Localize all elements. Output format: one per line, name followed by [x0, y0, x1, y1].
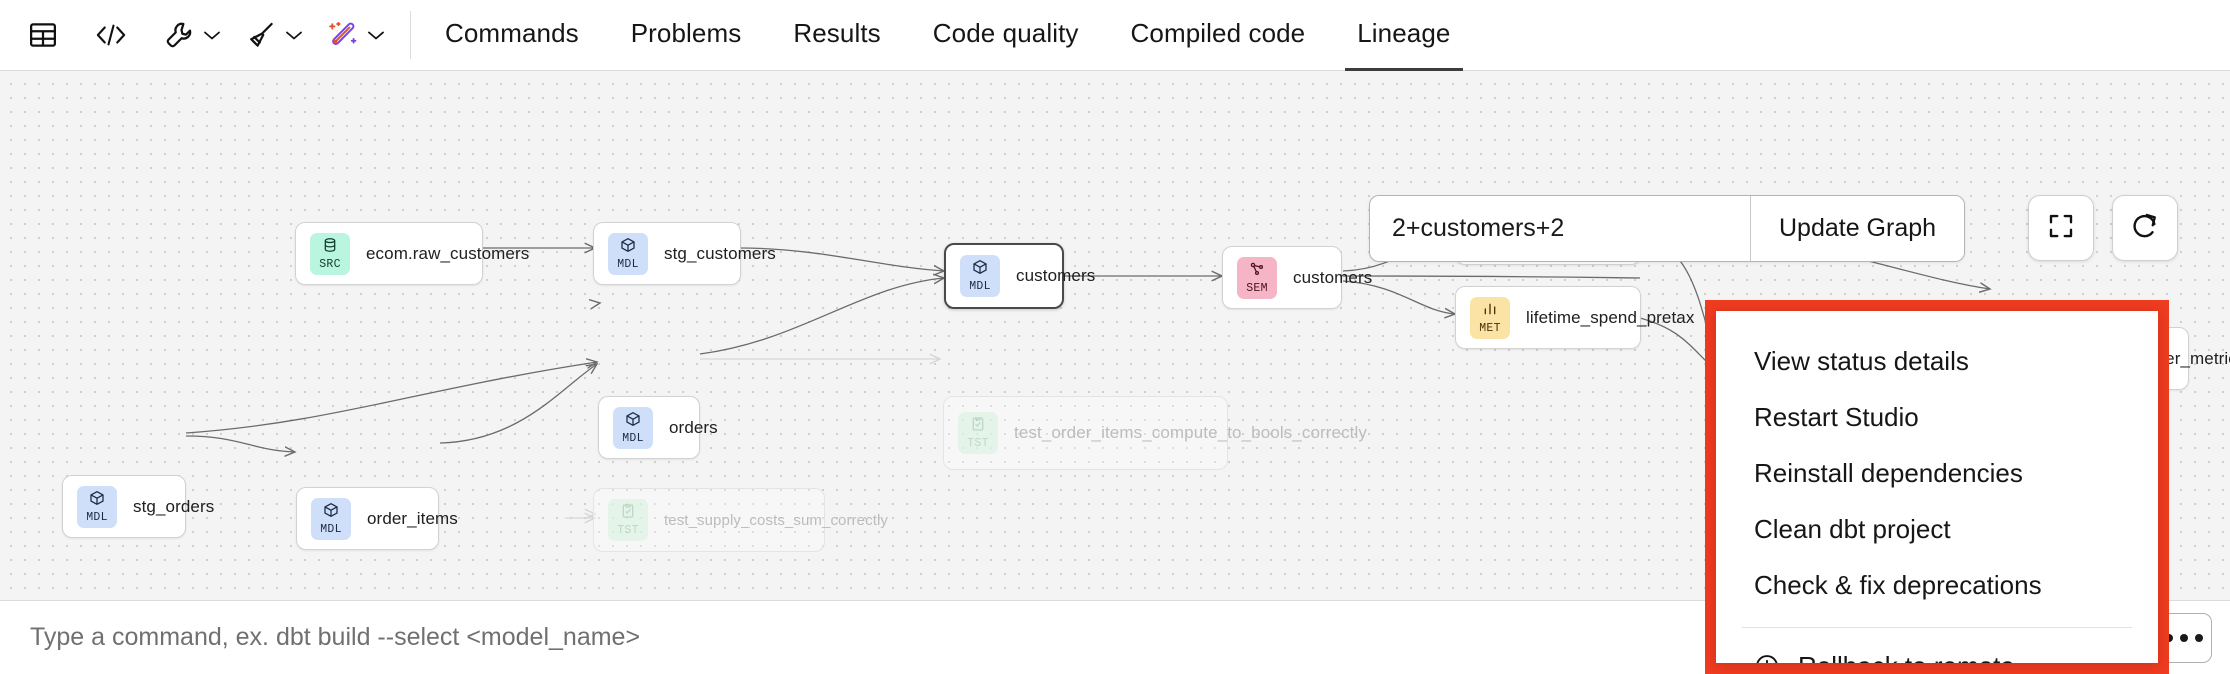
fullscreen-icon [2046, 211, 2076, 246]
update-graph-button[interactable]: Update Graph [1751, 196, 1965, 261]
wrench-icon[interactable] [158, 14, 200, 56]
node-type-badge-mdl: MDL [77, 485, 117, 528]
alert-circle-icon [1754, 653, 1780, 663]
badge-text: MDL [969, 280, 991, 293]
lineage-node-label: customers [1016, 266, 1096, 285]
node-type-badge-mdl: MDL [608, 232, 648, 275]
badge-text: MET [1479, 321, 1501, 335]
node-type-badge-src: SRC [310, 232, 350, 275]
code-view-icon[interactable] [90, 14, 132, 56]
lineage-node-stg-orders[interactable]: MDL stg_orders [62, 475, 214, 538]
tab-problems[interactable]: Problems [630, 17, 742, 48]
lineage-node-label: customers [1293, 267, 1373, 287]
tab-code-quality[interactable]: Code quality [932, 17, 1079, 48]
tab-commands[interactable]: Commands [445, 17, 579, 48]
badge-text: MDL [320, 522, 342, 536]
lineage-node-customers-semantic[interactable]: SEM customers [1222, 246, 1372, 309]
menu-item-reinstall-dependencies[interactable]: Reinstall dependencies [1754, 457, 2023, 488]
lineage-node-label: lifetime_spend_pretax [1526, 307, 1695, 327]
tab-lineage[interactable]: Lineage [1331, 0, 1476, 71]
badge-text: SRC [319, 257, 341, 271]
command-input[interactable] [0, 623, 1971, 652]
node-type-badge-mdl: MDL [311, 497, 351, 540]
lineage-node-customers-model[interactable]: MDL customers [944, 243, 1095, 309]
more-options-button[interactable] [2156, 613, 2212, 663]
menu-divider [1742, 627, 2132, 628]
magic-wand-icon[interactable] [322, 14, 364, 56]
node-type-badge-tst: TST [608, 499, 648, 541]
menu-item-restart-studio[interactable]: Restart Studio [1754, 401, 1919, 432]
menu-item-label: Rollback to remote [1798, 651, 2015, 664]
more-horizontal-icon [2180, 634, 2188, 642]
toolbar-divider [410, 11, 411, 59]
lineage-node-test-order-items[interactable]: TST test_order_items_compute_to_bools_co… [943, 396, 1367, 470]
model-cube-icon [972, 259, 988, 279]
model-cube-icon [620, 237, 636, 257]
test-icon [620, 503, 636, 523]
test-icon [970, 416, 986, 436]
node-type-badge-mdl: MDL [613, 406, 653, 449]
table-view-icon[interactable] [22, 14, 64, 56]
model-cube-icon [323, 502, 339, 522]
studio-options-menu: View status details Restart Studio Reins… [1716, 311, 2158, 663]
badge-text: MDL [86, 510, 108, 524]
badge-text: SEM [1246, 281, 1268, 295]
metric-chart-icon [1482, 301, 1498, 321]
database-icon [322, 237, 338, 257]
fullscreen-button[interactable] [2028, 195, 2094, 261]
lineage-node-label: order_items [367, 508, 458, 528]
broom-chevron-down-icon[interactable] [282, 16, 306, 54]
broom-icon[interactable] [240, 14, 282, 56]
more-horizontal-icon [2195, 634, 2203, 642]
menu-item-check-fix-deprecations[interactable]: Check & fix deprecations [1754, 569, 2042, 600]
node-type-badge-met: MET [1470, 296, 1510, 339]
wrench-chevron-down-icon[interactable] [200, 16, 224, 54]
badge-text: TST [617, 524, 639, 537]
lineage-node-orders[interactable]: MDL orders [598, 396, 718, 459]
tab-compiled-code[interactable]: Compiled code [1130, 17, 1306, 48]
model-cube-icon [625, 411, 641, 431]
menu-item-view-status-details[interactable]: View status details [1754, 345, 1969, 376]
node-type-badge-mdl: MDL [960, 255, 1000, 297]
refresh-graph-button[interactable] [2112, 195, 2178, 261]
lineage-node-label: stg_customers [664, 243, 776, 263]
magic-chevron-down-icon[interactable] [364, 16, 388, 54]
badge-text: MDL [617, 257, 639, 271]
node-type-badge-sem: SEM [1237, 256, 1277, 299]
refresh-icon [2130, 211, 2160, 246]
lineage-edges [185, 71, 2230, 600]
lineage-node-ecom-raw-customers[interactable]: SRC ecom.raw_customers [295, 222, 529, 285]
selector-divider [1750, 196, 1751, 261]
lineage-node-label: test_supply_costs_sum_correctly [664, 511, 889, 529]
tab-results[interactable]: Results [793, 17, 881, 48]
lineage-node-label: test_order_items_compute_to_bools_correc… [1014, 422, 1367, 442]
lineage-node-test-supply-costs[interactable]: TST test_supply_costs_sum_correctly [593, 488, 888, 552]
editor-tool-group [0, 0, 419, 71]
model-cube-icon [89, 490, 105, 510]
badge-text: MDL [622, 431, 644, 445]
lineage-node-lifetime-spend-pretax[interactable]: MET lifetime_spend_pretax [1455, 286, 1694, 349]
lineage-node-label: orders [669, 417, 718, 437]
badge-text: TST [967, 437, 989, 450]
semantic-graph-icon [1249, 261, 1265, 281]
lineage-node-label: stg_orders [133, 496, 215, 516]
lineage-node-order-items[interactable]: MDL order_items [296, 487, 458, 550]
node-type-badge-tst: TST [958, 412, 998, 454]
lineage-node-stg-customers[interactable]: MDL stg_customers [593, 222, 776, 285]
more-horizontal-icon [2165, 634, 2173, 642]
graph-selector-bar: Update Graph [1369, 195, 1966, 262]
menu-item-clean-dbt-project[interactable]: Clean dbt project [1754, 513, 1951, 544]
lineage-node-label: ecom.raw_customers [366, 243, 530, 263]
top-toolbar: Commands Problems Results Code quality C… [0, 0, 2230, 71]
tab-bar: Commands Problems Results Code quality C… [419, 0, 1477, 71]
menu-item-rollback-to-remote[interactable]: Rollback to remote [1716, 638, 2158, 663]
graph-select-input[interactable] [1370, 196, 1750, 261]
